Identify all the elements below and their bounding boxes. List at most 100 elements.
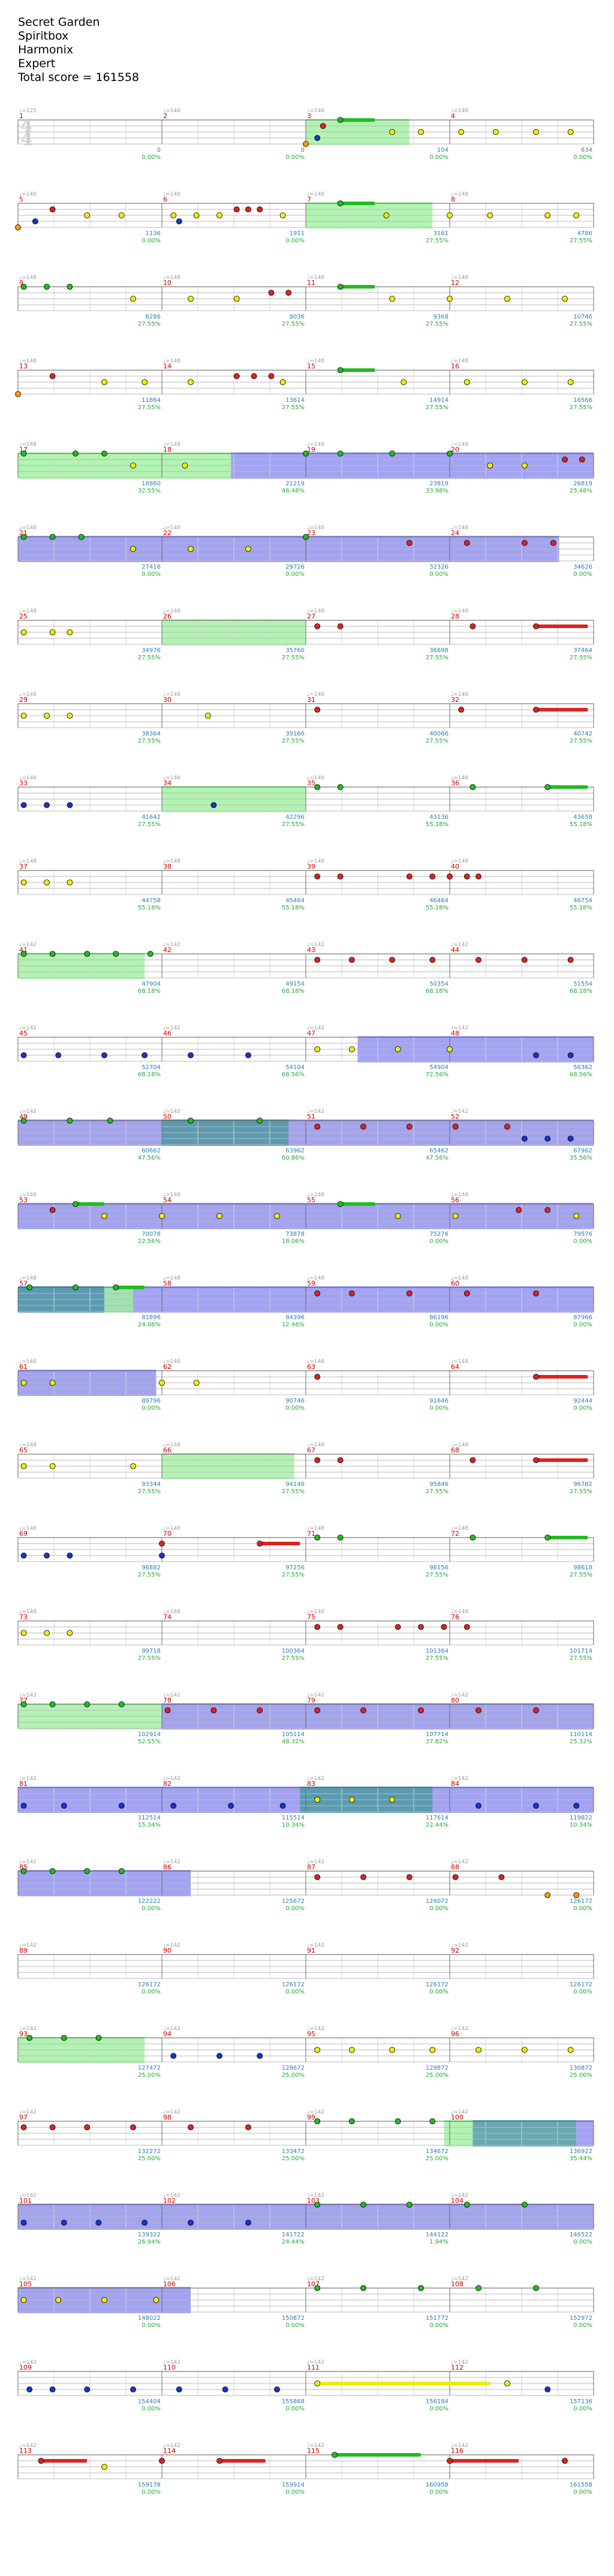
- measure-score: 126172: [570, 1898, 592, 1905]
- red-note: [533, 623, 539, 629]
- green-note: [107, 1118, 113, 1124]
- measure-score: 1136: [146, 230, 161, 237]
- blue-note: [20, 1052, 27, 1058]
- measure-score: 8036: [290, 314, 305, 320]
- green-note: [314, 2118, 321, 2124]
- red-note: [406, 1874, 413, 1880]
- tempo-marker: ♩=142: [451, 2276, 468, 2282]
- yellow-note: [492, 129, 499, 135]
- measure-score: 75276: [429, 1231, 449, 1238]
- tempo-marker: ♩=148: [307, 358, 324, 364]
- blue-note: [67, 802, 73, 808]
- tempo-marker: ♩=142: [451, 1692, 468, 1698]
- sustain-tail: [335, 2453, 421, 2457]
- measure-score: 6286: [146, 314, 161, 320]
- measure-number: 39: [307, 863, 315, 870]
- sustain-tail: [41, 2459, 88, 2463]
- measure-percent: 0.00%: [142, 571, 161, 578]
- measure-percent: 25.48%: [570, 488, 592, 494]
- measure-score: 9368: [434, 314, 449, 320]
- red-note: [38, 2458, 44, 2464]
- measure-percent: 48.32%: [282, 1739, 305, 1745]
- measure-number: 6: [163, 196, 167, 203]
- green-note: [337, 784, 344, 790]
- measure-number: 15: [307, 362, 315, 370]
- tempo-marker: ♩=148: [451, 442, 468, 448]
- measure-percent: 22.56%: [138, 1238, 161, 1245]
- tempo-marker: ♩=148: [19, 1275, 37, 1281]
- red-note: [210, 1707, 217, 1713]
- red-note: [20, 2124, 27, 2130]
- red-note: [441, 1624, 447, 1630]
- tempo-marker: ♩=148: [307, 442, 324, 448]
- yellow-note: [193, 1380, 200, 1386]
- yellow-note: [279, 379, 286, 385]
- green-note: [73, 1284, 79, 1290]
- measure-percent: 27.55%: [570, 238, 592, 244]
- measure-score: 133472: [282, 2148, 305, 2155]
- tempo-marker: ♩=148: [163, 1192, 180, 1198]
- green-note: [95, 2035, 102, 2041]
- measure-percent: 22.44%: [426, 1822, 449, 1829]
- green-note: [84, 1701, 91, 1707]
- tempo-marker: ♩=148: [19, 1526, 37, 1532]
- sustain-tail: [340, 368, 375, 372]
- tempo-marker: ♩=148: [307, 692, 324, 698]
- measure-number: 82: [163, 1780, 171, 1788]
- measure-number: 88: [451, 1863, 459, 1871]
- measure-score: 122222: [138, 1898, 161, 1905]
- measure-percent: 0.00%: [573, 2489, 592, 2496]
- green-note: [314, 2202, 321, 2208]
- measure-number: 106: [163, 2280, 176, 2288]
- measure-score: 101714: [570, 1648, 592, 1655]
- measure-score: 38364: [142, 731, 161, 737]
- yellow-note: [20, 713, 27, 719]
- red-note: [533, 1457, 539, 1463]
- measure-score: 101364: [426, 1648, 449, 1655]
- red-note: [475, 1707, 481, 1713]
- tempo-marker: ♩=148: [451, 1275, 468, 1281]
- green-note: [348, 2118, 355, 2124]
- measure-score: 134672: [426, 2148, 449, 2155]
- measure-percent: 27.55%: [282, 654, 305, 661]
- measure-percent: 68.18%: [282, 988, 305, 995]
- yellow-note: [204, 713, 211, 719]
- green-note: [49, 951, 56, 957]
- yellow-note: [521, 379, 528, 385]
- measure-percent: 27.55%: [570, 654, 592, 661]
- blue-note: [142, 1052, 148, 1058]
- measure-number: 81: [19, 1780, 28, 1788]
- measure-number: 79: [307, 1697, 315, 1704]
- blue-note: [544, 1136, 551, 1142]
- red-note: [406, 1124, 413, 1130]
- measure-score: 21219: [285, 481, 305, 487]
- measure-number: 63: [307, 1363, 315, 1371]
- red-note: [447, 873, 453, 879]
- measure-score: 112514: [138, 1815, 161, 1821]
- yellow-note: [188, 379, 194, 385]
- tempo-marker: ♩=148: [307, 858, 324, 864]
- red-note: [130, 2124, 136, 2130]
- green-note: [49, 534, 56, 540]
- sustain-tail: [536, 625, 588, 628]
- measure-percent: 26.94%: [138, 2239, 161, 2245]
- red-note: [533, 1374, 539, 1380]
- tempo-marker: ♩=142: [163, 2276, 180, 2282]
- measure-score: 146522: [570, 2232, 592, 2238]
- measure-percent: 27.55%: [282, 738, 305, 744]
- measure-percent: 0.00%: [285, 1989, 305, 1995]
- measure-score: 144122: [426, 2232, 449, 2238]
- measure-number: 25: [19, 613, 28, 620]
- red-note: [257, 206, 263, 212]
- measure-percent: 33.98%: [426, 488, 449, 494]
- green-note: [20, 1701, 27, 1707]
- tempo-marker: ♩=142: [307, 2359, 324, 2365]
- tempo-marker: ♩=142: [451, 2359, 468, 2365]
- measure-number: 80: [451, 1697, 459, 1704]
- song-title: Secret Garden: [18, 16, 100, 29]
- red-note: [562, 457, 568, 463]
- tempo-marker: ♩=142: [19, 1776, 37, 1782]
- measure-score: 36698: [429, 647, 449, 654]
- red-note: [458, 707, 465, 713]
- blue-note: [130, 2386, 136, 2392]
